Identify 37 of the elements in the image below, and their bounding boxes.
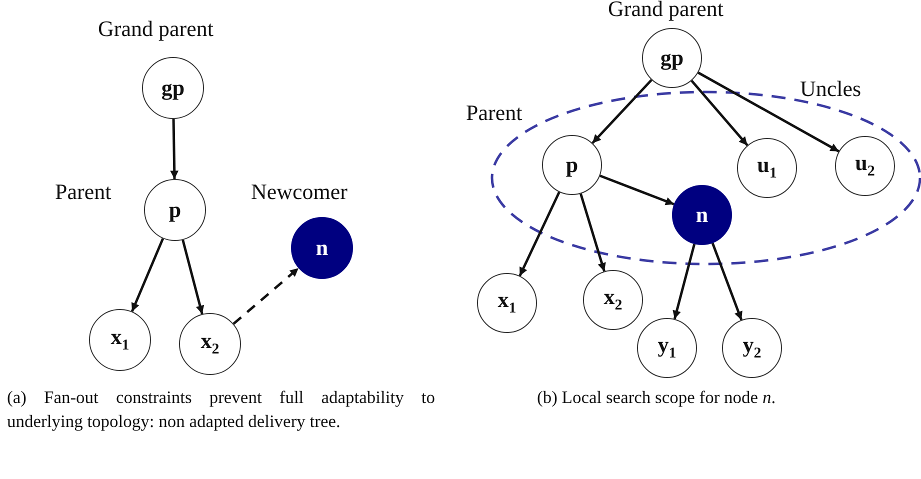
arrow: [592, 79, 652, 144]
node-caption: Newcomer: [251, 180, 348, 204]
node-circle: [542, 135, 602, 195]
arrow: [232, 267, 300, 325]
node-label: x$_{1}$: [498, 289, 516, 317]
node-caption: Grand parent: [98, 17, 214, 42]
arrow: [672, 244, 696, 320]
node-caption: Grand parent: [608, 0, 724, 22]
node-label: u$_{1}$: [757, 154, 777, 182]
arrow: [698, 72, 840, 152]
arrow: [690, 80, 748, 146]
node-label: x$_{2}$: [200, 330, 220, 358]
node-caption: Parent: [55, 180, 112, 204]
arrow: [130, 238, 164, 312]
arrow: [600, 174, 674, 206]
arrow: [182, 240, 204, 314]
node-label: x$_{1}$: [110, 326, 130, 354]
group-label: Uncles: [800, 77, 862, 102]
node-label: n: [696, 204, 708, 226]
arrow: [711, 242, 743, 320]
subfigure-caption: (b) Local search scope for node n.: [537, 386, 777, 409]
node-label: gp: [660, 47, 684, 69]
node-caption: Parent: [466, 101, 522, 126]
node-label: p: [168, 199, 182, 221]
node-label: y$_{1}$: [658, 334, 676, 362]
node-label: y$_{2}$: [742, 334, 762, 362]
arrow: [580, 193, 606, 272]
subfigure-caption: (a) Fan-out constraints prevent full adaptability to underlying topology: non adapted delivery tree.: [7, 386, 435, 433]
node-label: x$_{2}$: [604, 286, 622, 314]
node-label: gp: [161, 77, 185, 99]
node-circle: [642, 28, 702, 88]
node-label: n: [316, 237, 328, 259]
node-label: p: [566, 154, 578, 176]
node-circle: [835, 136, 895, 196]
arrow: [518, 192, 560, 276]
arrow: [170, 118, 179, 180]
node-label: u$_{2}$: [855, 152, 875, 180]
